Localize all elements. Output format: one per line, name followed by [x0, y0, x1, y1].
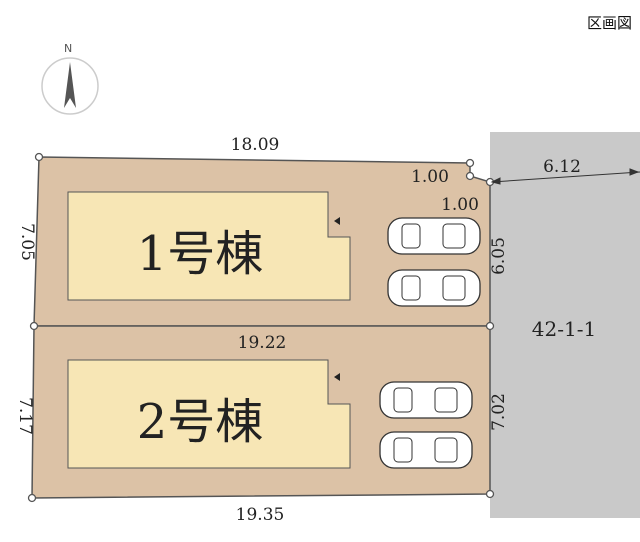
boundary-point — [485, 489, 495, 499]
boundary-point — [465, 158, 475, 168]
parking-car-icon — [379, 381, 473, 419]
parking-car-icon — [387, 269, 481, 307]
lot-1-label: 1号棟 — [137, 226, 264, 282]
boundary-point — [465, 171, 475, 181]
house-2-entrance-icon — [334, 373, 340, 381]
dimension-top: 18.09 — [231, 135, 280, 155]
parking-car-icon — [387, 217, 481, 255]
dimension-lot1-left: 7.05 — [17, 223, 37, 261]
lot-2-label: 2号棟 — [137, 394, 264, 450]
dimension-lot2-left: 7.17 — [15, 397, 35, 435]
dimension-middle: 19.22 — [238, 333, 287, 353]
boundary-point — [485, 321, 495, 331]
page-title: 区画図 — [586, 14, 632, 32]
parking-car-icon — [379, 431, 473, 469]
north-label: N — [64, 42, 72, 55]
house-1-entrance-icon — [334, 217, 340, 225]
dimension-corner-vertical: 1.00 — [441, 195, 479, 215]
boundary-point — [27, 493, 37, 503]
dimension-corner-horizontal: 1.00 — [411, 167, 449, 187]
road-area — [490, 132, 640, 518]
compass-ring — [41, 57, 99, 115]
road-width-dimension-line — [490, 168, 640, 185]
compass: N — [41, 42, 99, 115]
road-label: 42-1-1 — [532, 317, 596, 341]
north-arrow-icon — [64, 62, 76, 108]
dimension-lot2-right: 7.02 — [489, 393, 509, 431]
boundary-points — [27, 152, 495, 503]
house-1-footprint — [67, 191, 351, 301]
boundary-point — [34, 152, 44, 162]
house-2-footprint — [67, 359, 351, 469]
dimension-road-width: 6.12 — [543, 157, 581, 177]
dimension-bottom: 19.35 — [236, 505, 285, 525]
dimension-lot1-right: 6.05 — [489, 237, 509, 275]
boundary-point — [29, 321, 39, 331]
